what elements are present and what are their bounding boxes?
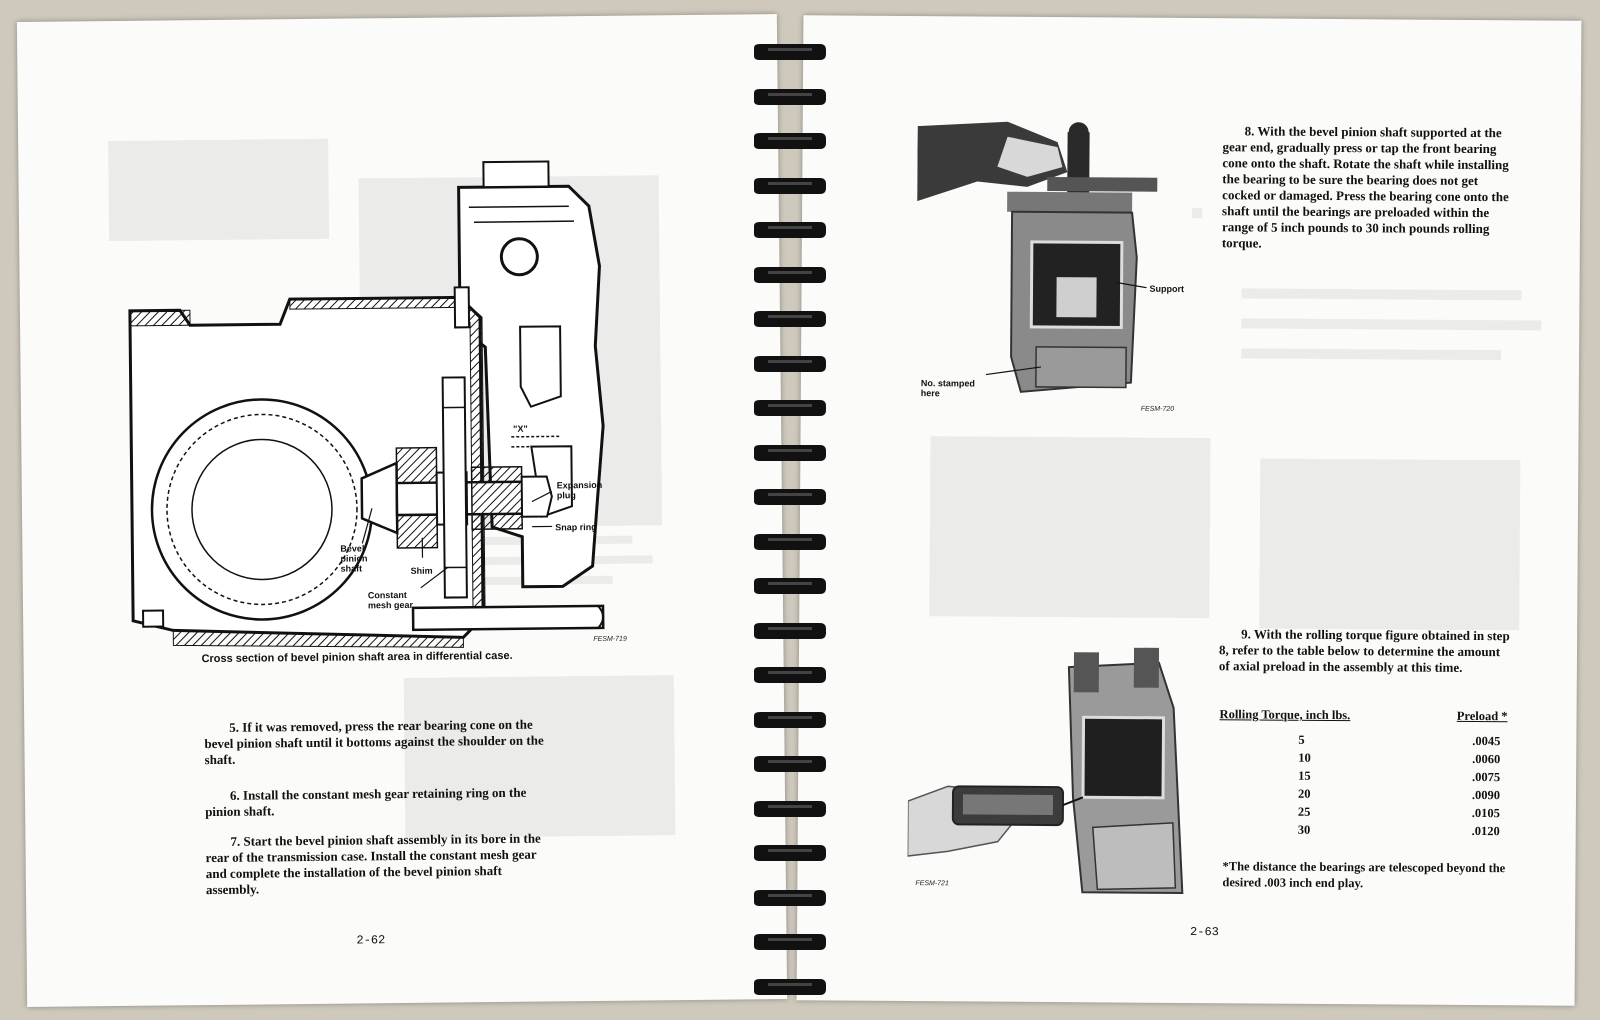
table-row: 30 .0120 (1218, 820, 1508, 840)
binding-coil (750, 443, 830, 463)
binding-coil (750, 710, 830, 730)
binding-coil (750, 621, 830, 641)
left-page: "X" Expansion plug Snap ring Bevel pinio… (16, 14, 788, 1007)
label-bevel-pinion-shaft: Bevel pinion shaft (340, 543, 368, 574)
preload-cell: .0075 (1471, 769, 1501, 784)
rolling-torque-cell: 25 (1297, 804, 1311, 819)
table-row: 25 .0105 (1218, 802, 1508, 822)
preload-table: Rolling Torque, inch lbs. Preload * 5 .00… (1218, 706, 1509, 840)
rolling-torque-cell: 15 (1298, 768, 1311, 783)
right-page: Support No. stamped here FESM-720 FESM-7… (796, 15, 1582, 1006)
page-number-right: 2-63 (1190, 925, 1219, 940)
spiral-binding (750, 20, 830, 1000)
photo-torque-measurement (907, 646, 1210, 899)
binding-coil (750, 87, 830, 107)
label-no-stamped: No. stamped here (920, 378, 975, 399)
binding-coil (750, 932, 830, 952)
rolling-torque-cell: 20 (1297, 786, 1311, 801)
table-row: 20 .0090 (1218, 784, 1508, 804)
binding-coil (750, 354, 830, 374)
binding-coil (750, 843, 830, 863)
binding-coil (750, 42, 830, 62)
label-support: Support (1149, 283, 1185, 294)
preload-cell: .0060 (1472, 751, 1501, 766)
binding-coil (750, 309, 830, 329)
cross-section-diagram (128, 160, 605, 648)
step-6: 6. Install the constant mesh gear retain… (205, 784, 527, 820)
binding-coil (750, 398, 830, 418)
binding-coil (750, 799, 830, 819)
photo1-code: FESM-720 (1140, 405, 1175, 413)
binding-coil (750, 220, 830, 240)
table-row: 15 .0075 (1218, 766, 1508, 786)
header-preload: Preload * (1456, 708, 1508, 724)
figure-code: FESM-719 (593, 635, 627, 644)
binding-coil (750, 754, 830, 774)
preload-cell: .0120 (1471, 823, 1500, 838)
preload-cell: .0090 (1471, 787, 1501, 802)
preload-cell: .0045 (1472, 733, 1501, 748)
binding-coil (750, 176, 830, 196)
step-9: 9. With the rolling torque figure obtain… (1218, 626, 1510, 675)
binding-coil (750, 977, 830, 997)
binding-coil (750, 665, 830, 685)
binding-coil (750, 487, 830, 507)
preload-cell: .0105 (1471, 805, 1500, 820)
table-row: 10 .0060 (1218, 748, 1508, 768)
rolling-torque-cell: 30 (1297, 822, 1311, 837)
label-snap-ring: Snap ring (555, 521, 597, 533)
page-number-left: 2-62 (356, 933, 386, 948)
table-footnote: *The distance the bearings are telescope… (1222, 859, 1506, 891)
header-rolling-torque: Rolling Torque, inch lbs. (1219, 707, 1351, 723)
step-7: 7. Start the bevel pinion shaft assembly… (205, 830, 541, 898)
binding-coil (750, 265, 830, 285)
binding-coil (750, 532, 830, 552)
binding-coil (750, 888, 830, 908)
label-expansion-plug: Expansion plug (556, 479, 603, 501)
step-5: 5. If it was removed, press the rear bea… (204, 716, 544, 768)
photo2-code: FESM-721 (915, 880, 949, 888)
binding-coil (750, 131, 830, 151)
binding-coil (750, 576, 830, 596)
rolling-torque-cell: 10 (1298, 750, 1311, 765)
label-x-mark: "X" (513, 423, 528, 434)
rolling-torque-cell: 5 (1298, 732, 1305, 747)
photo-bearing-press (915, 116, 1193, 404)
label-shim: Shim (410, 565, 433, 576)
table-row: 5 .0045 (1218, 730, 1508, 750)
label-constant-mesh-gear: Constant mesh gear (367, 589, 414, 611)
step-8: 8. With the bevel pinion shaft supported… (1221, 123, 1509, 251)
table-header-row: Rolling Torque, inch lbs. Preload * (1218, 706, 1508, 732)
table-body: 5 .0045 10 .0060 15 .0075 20 .0090 25 .0105 30 .012… (1218, 730, 1509, 840)
